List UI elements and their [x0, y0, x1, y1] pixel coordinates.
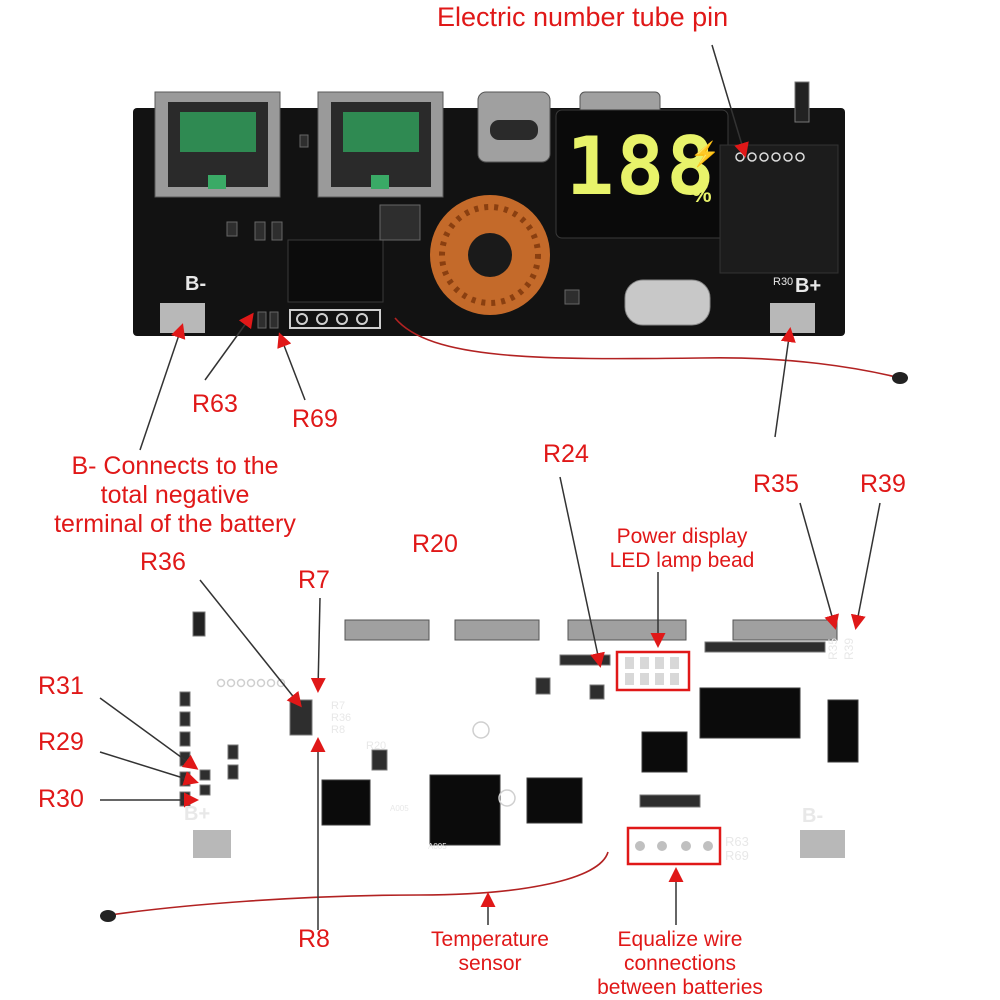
- label-power-display: Power display LED lamp bead: [592, 525, 772, 573]
- arrow-b-minus: [139, 323, 186, 451]
- top-b-minus-silk: B-: [185, 273, 207, 295]
- top-b-plus-silk: B+: [795, 275, 822, 297]
- bottom-r36-silk: R36: [331, 712, 352, 724]
- label-r39: R39: [860, 470, 906, 498]
- bottom-pad-row: [216, 678, 516, 807]
- display-digits: 188: [566, 120, 717, 213]
- top-r30-silk: R30: [773, 276, 794, 288]
- bottom-r35-silk: R35: [826, 637, 840, 660]
- switch-button: [794, 81, 810, 123]
- arrow-r35: [799, 502, 839, 630]
- bottom-r63-silk: R63: [725, 834, 749, 849]
- equalize-line-1: Equalize wire: [617, 928, 743, 951]
- display-percent: %: [692, 182, 712, 207]
- equalize-connector: [626, 826, 722, 866]
- bottom-b-plus-pad: [193, 830, 231, 858]
- bottom-a005-silk-1: A005: [428, 842, 447, 851]
- label-b-minus-note: B- Connects to the total negative termin…: [20, 452, 330, 538]
- label-r35: R35: [753, 470, 799, 498]
- black-inductor: [287, 239, 384, 303]
- top-smd-components: [226, 134, 580, 329]
- arrow-electric-tube-pin: [711, 44, 749, 158]
- top-thermistor: [892, 372, 908, 384]
- label-r63-top: R63: [192, 390, 238, 418]
- top-thermistor-wire: [394, 317, 901, 379]
- top-b-plus-pad: [770, 303, 815, 333]
- toroid-inductor: [430, 195, 550, 315]
- bottom-b-plus-silk: B+: [184, 803, 211, 825]
- top-header-pads: [289, 309, 381, 329]
- top-usb-a-port-2: [317, 91, 444, 198]
- label-r20: R20: [412, 530, 458, 558]
- bottom-thermistor: [100, 910, 116, 922]
- label-temp-sensor: Temperature sensor: [410, 928, 570, 976]
- bottom-r39-silk: R39: [842, 637, 856, 660]
- label-electric-tube-pin: Electric number tube pin: [437, 2, 729, 32]
- power-led-bead-group: [615, 650, 691, 692]
- label-r36: R36: [140, 548, 186, 576]
- arrow-r36: [199, 579, 302, 708]
- top-usb-a-port-1: [154, 91, 281, 198]
- b-minus-note-line-3: terminal of the battery: [54, 509, 296, 538]
- bottom-r20-silk: R20: [366, 740, 387, 752]
- label-r8: R8: [298, 925, 330, 953]
- bottom-r7-silk: R7: [331, 700, 346, 712]
- arrow-r7: [310, 597, 326, 693]
- bottom-b-minus-pad: [800, 830, 845, 858]
- arrow-r31: [99, 697, 199, 770]
- label-equalize: Equalize wire connections between batter…: [575, 928, 785, 1000]
- arrow-r69-top: [277, 332, 306, 401]
- display-bolt-icon: ⚡: [690, 141, 720, 168]
- bottom-b-minus-silk: B-: [802, 805, 824, 827]
- temp-sensor-line-1: Temperature: [431, 928, 549, 951]
- label-r7: R7: [298, 566, 330, 594]
- arrow-b-plus-top: [774, 327, 796, 438]
- label-r29: R29: [38, 728, 84, 756]
- temp-sensor-line-2: sensor: [458, 952, 522, 976]
- label-r24: R24: [543, 440, 589, 468]
- arrow-r39: [850, 502, 881, 630]
- bottom-r8-silk: R8: [331, 724, 346, 736]
- b-minus-note-line-2: total negative: [100, 480, 250, 509]
- top-usb-c-port: [477, 91, 551, 163]
- equalize-line-2: connections: [623, 952, 737, 976]
- b-minus-note-line-1: B- Connects to the: [71, 452, 279, 480]
- power-display-line-1: Power display: [616, 525, 748, 548]
- label-r30: R30: [38, 785, 84, 813]
- top-b-minus-pad: [160, 303, 205, 333]
- display-flex-cable: [719, 144, 839, 274]
- capacitor: [624, 279, 711, 326]
- bottom-r69-silk: R69: [725, 848, 749, 863]
- bottom-a005-silk-2: A005: [390, 804, 409, 813]
- label-r31: R31: [38, 672, 84, 700]
- equalize-line-3: between batteries: [597, 976, 763, 1000]
- power-display-line-2: LED lamp bead: [609, 549, 755, 573]
- bottom-switch: [192, 611, 206, 637]
- label-r69-top: R69: [292, 405, 338, 433]
- arrow-r29: [99, 751, 199, 786]
- bottom-ics: [321, 687, 859, 846]
- bottom-thermistor-wire: [109, 851, 609, 916]
- arrow-r63-top: [204, 312, 254, 381]
- arrow-r24: [559, 476, 605, 668]
